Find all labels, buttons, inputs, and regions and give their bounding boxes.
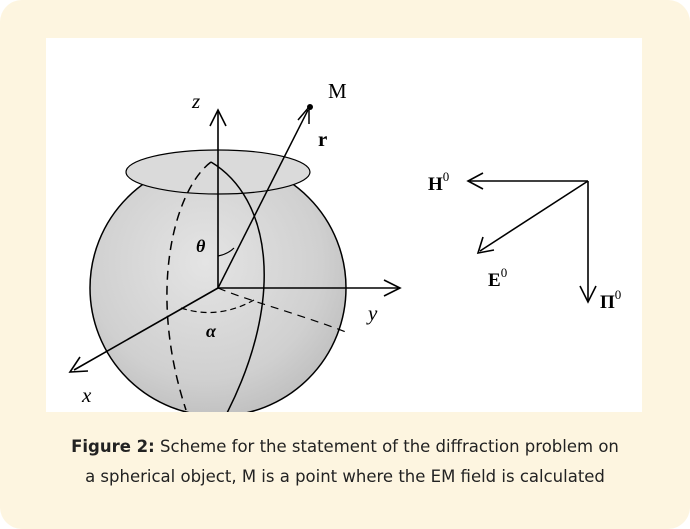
dashed-equator-arc (217, 287, 347, 333)
solid-meridian (210, 161, 265, 412)
E-vector (479, 180, 589, 252)
y-axis-label: y (366, 301, 378, 325)
r-vector (217, 109, 309, 289)
figure-image: z y x r M θ α H0 E0 Π0 (46, 38, 642, 412)
dashed-meridian (166, 161, 212, 411)
H-vector-arrowhead (466, 172, 484, 190)
x-axis-label: x (81, 383, 92, 407)
Pi-label: Π0 (600, 287, 621, 313)
point-M (307, 104, 313, 110)
z-axis-label: z (191, 89, 200, 113)
y-axis-arrowhead (383, 279, 402, 297)
point-M-label: M (328, 79, 347, 103)
E-vector-arrowhead (476, 236, 495, 255)
r-vector-arrowhead (297, 104, 310, 124)
caption-text-1: Scheme for the statement of the diffract… (160, 437, 619, 456)
theta-arc (217, 247, 235, 257)
Pi-vector-arrowhead (579, 285, 597, 304)
caption-line-2: a spherical object, M is a point where t… (20, 462, 670, 492)
E-label: E0 (488, 265, 507, 291)
figure-caption: Figure 2: Scheme for the statement of th… (20, 432, 670, 492)
theta-label: θ (196, 236, 206, 256)
x-axis-arrowhead (68, 356, 89, 373)
scheme-diagram: z y x r M θ α H0 E0 Π0 (68, 79, 621, 412)
H-label: H0 (428, 169, 449, 195)
r-vector-label: r (318, 127, 327, 151)
caption-text-2: a spherical object, M is a point where t… (85, 467, 605, 486)
caption-line-1: Figure 2: Scheme for the statement of th… (20, 432, 670, 462)
x-axis (73, 287, 219, 371)
caption-label: Figure 2: (71, 437, 155, 456)
alpha-label: α (206, 321, 217, 341)
z-axis-arrowhead (209, 108, 227, 127)
